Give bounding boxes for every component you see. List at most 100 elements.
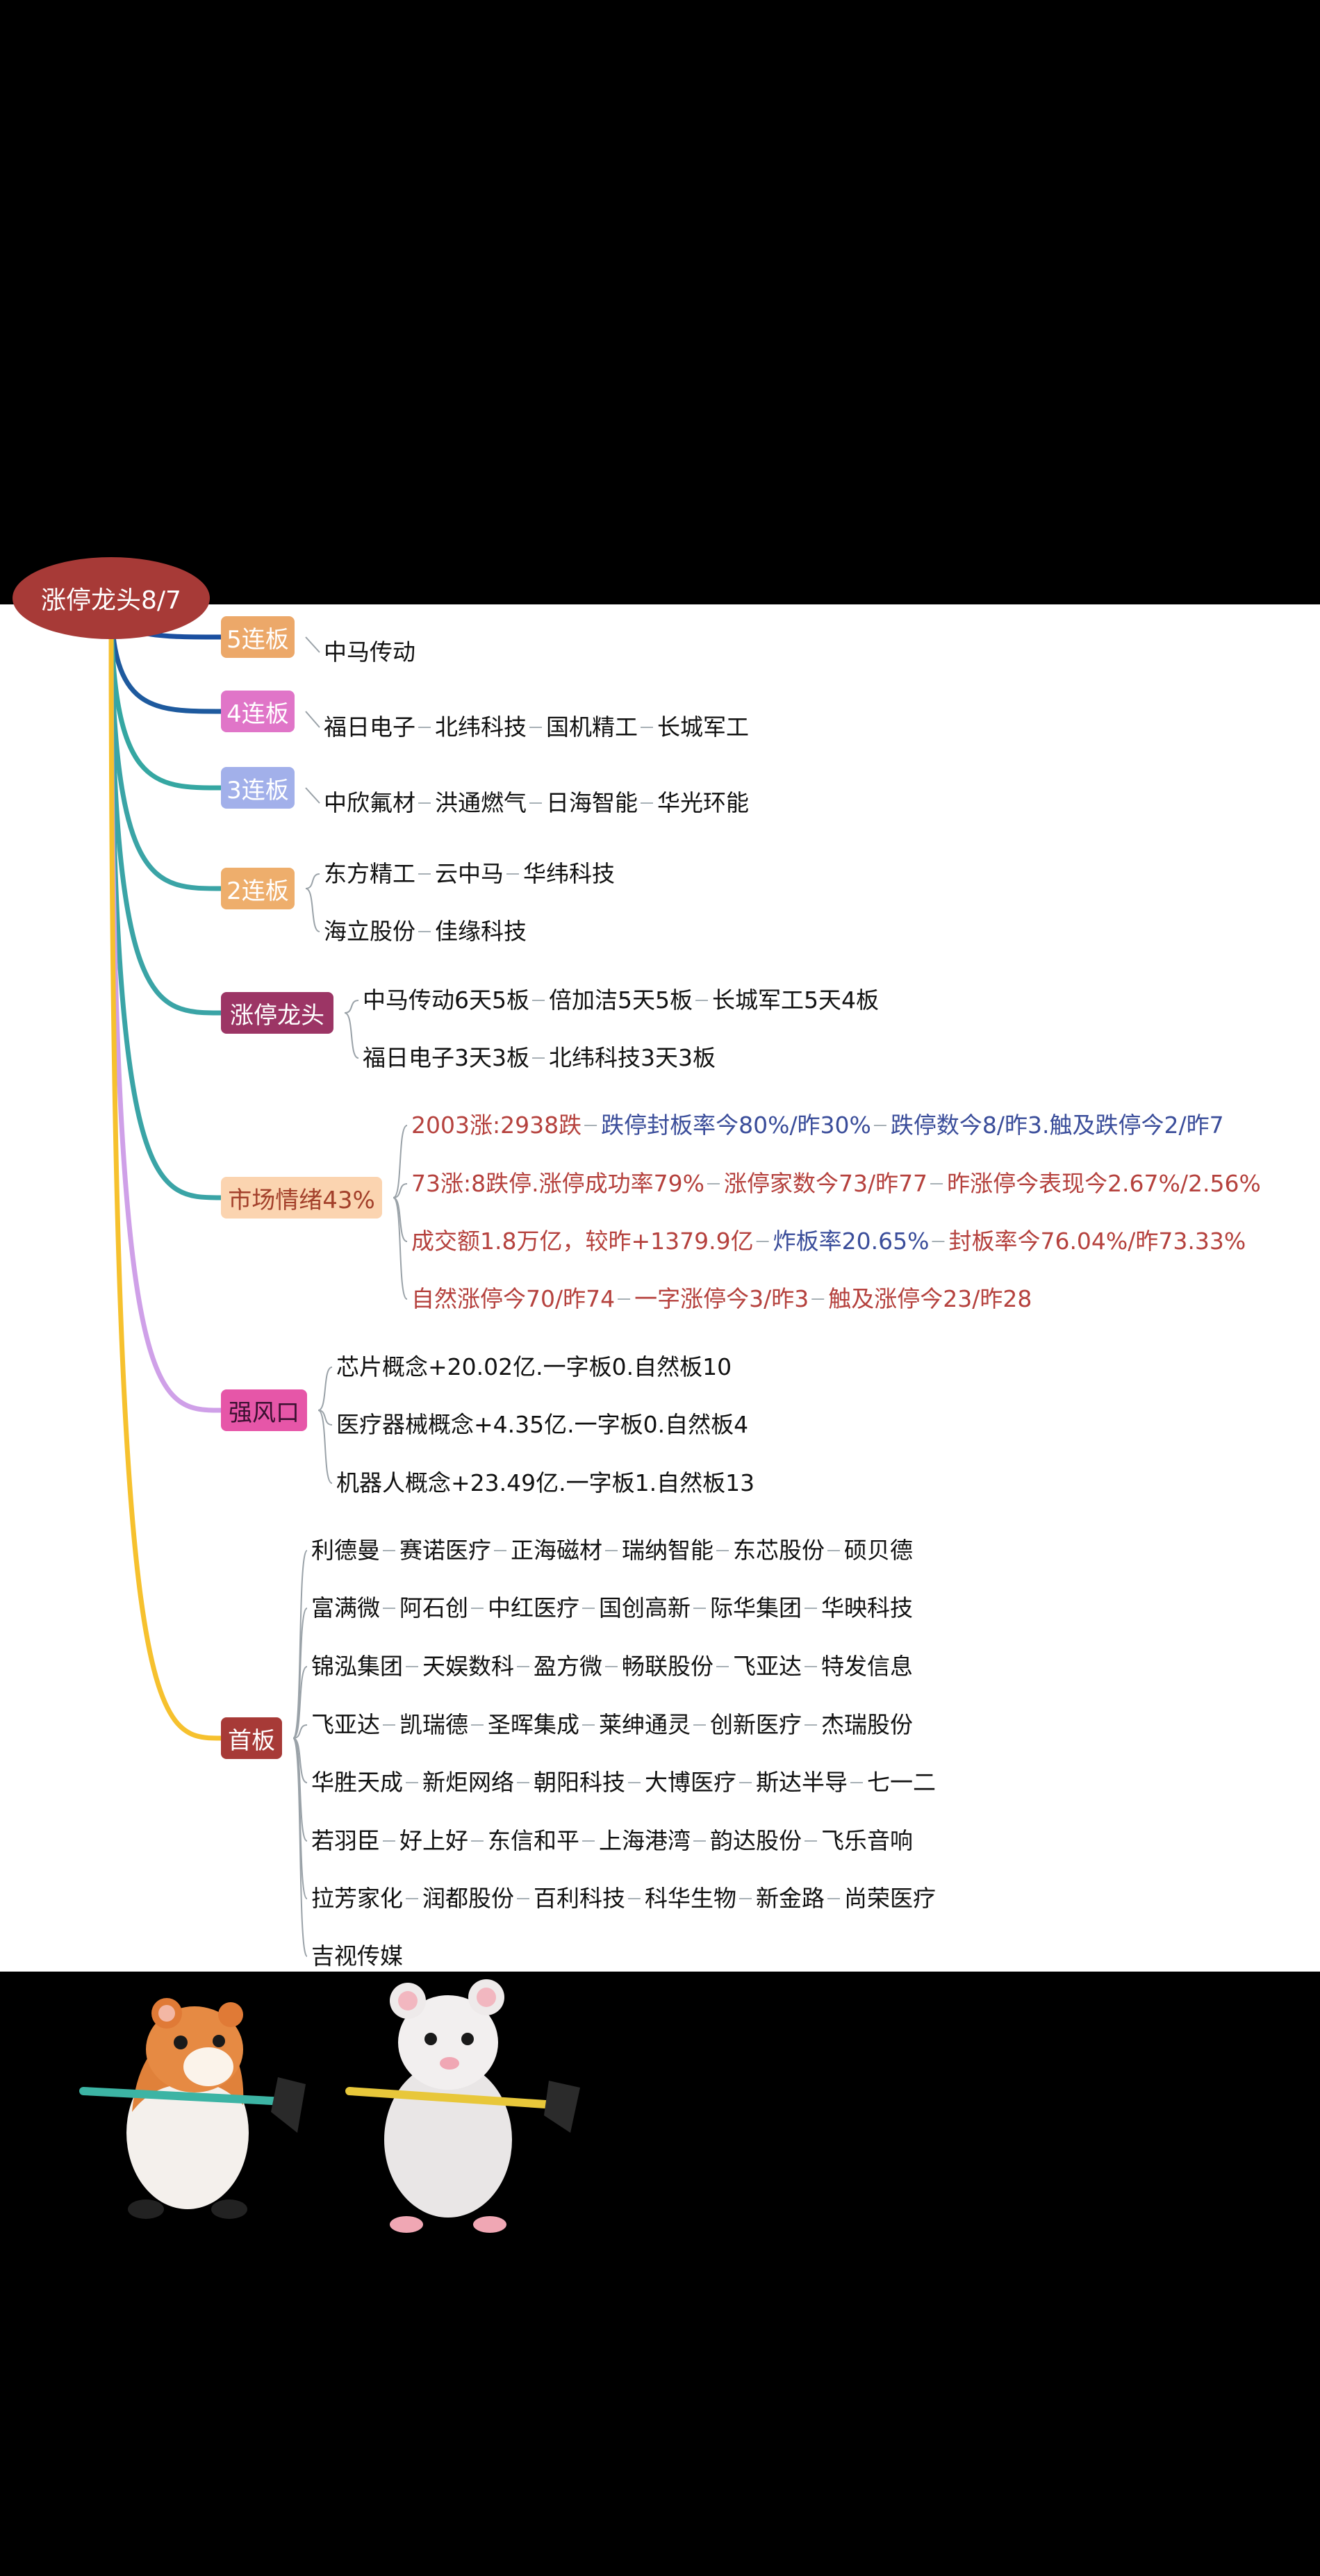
node-item: 炸板率20.65% bbox=[773, 1228, 930, 1255]
node-item: 新金路 bbox=[756, 1885, 825, 1912]
row-connector bbox=[305, 711, 320, 728]
category-leader: 涨停龙头 bbox=[221, 992, 333, 1034]
node-item: 日海智能 bbox=[546, 789, 638, 816]
node-item: 杰瑞股份 bbox=[821, 1711, 913, 1738]
node-item: 一字涨停今3/昨3 bbox=[634, 1285, 809, 1312]
node-item: 莱绅通灵 bbox=[599, 1711, 691, 1738]
node-item: 凯瑞德 bbox=[399, 1711, 468, 1738]
row-connector bbox=[393, 1125, 408, 1198]
row-connector bbox=[292, 1608, 308, 1739]
node-item: 畅联股份 bbox=[622, 1653, 713, 1680]
node-item: 成交额1.8万亿，较昨+1379.9亿 bbox=[411, 1228, 754, 1255]
node-item: 飞亚达 bbox=[311, 1711, 380, 1738]
node-item: 国机精工 bbox=[546, 713, 638, 741]
node-item: 际华集团 bbox=[710, 1594, 802, 1621]
row-connector bbox=[344, 1012, 359, 1059]
category-three: 3连板 bbox=[221, 767, 295, 809]
row-connector bbox=[305, 636, 320, 653]
node-item: 飞亚达 bbox=[733, 1653, 802, 1680]
node-item: 华光环能 bbox=[657, 789, 749, 816]
node-item: 吉视传媒 bbox=[311, 1942, 403, 1970]
category-mood: 市场情绪43% bbox=[221, 1177, 382, 1219]
node-item: 上海港湾 bbox=[599, 1827, 691, 1854]
node-item: 2003涨:2938跌 bbox=[411, 1112, 582, 1139]
node-item: 云中马 bbox=[435, 860, 504, 887]
node-item: 七一二 bbox=[867, 1769, 936, 1796]
node-item: 福日电子3天3板 bbox=[363, 1044, 529, 1071]
node-item: 盈方微 bbox=[534, 1653, 602, 1680]
node-item: 科华生物 bbox=[645, 1885, 736, 1912]
node-item: 中马传动6天5板 bbox=[363, 986, 529, 1014]
row-connector bbox=[317, 1410, 333, 1484]
row-connector bbox=[292, 1737, 308, 1957]
node-item: 佳缘科技 bbox=[435, 918, 527, 945]
node-item: 自然涨停今70/昨74 bbox=[411, 1285, 616, 1312]
node-item: 福日电子 bbox=[324, 713, 415, 741]
node-item: 长城军工5天4板 bbox=[712, 986, 879, 1014]
node-item: 医疗器械概念+4.35亿.一字板0.自然板4 bbox=[336, 1411, 749, 1438]
row-connector bbox=[344, 1000, 359, 1014]
node-item: 创新医疗 bbox=[710, 1711, 802, 1738]
node-item: 东芯股份 bbox=[733, 1537, 825, 1564]
node-item: 海立股份 bbox=[324, 918, 415, 945]
category-two: 2连板 bbox=[221, 868, 295, 909]
node-item: 阿石创 bbox=[399, 1594, 468, 1621]
row-connector bbox=[305, 873, 320, 889]
node-item: 国创高新 bbox=[599, 1594, 691, 1621]
node-item: 华纬科技 bbox=[523, 860, 615, 887]
mind-map-panel bbox=[0, 604, 1320, 1972]
node-item: 润都股份 bbox=[422, 1885, 514, 1912]
node-item: 机器人概念+23.49亿.一字板1.自然板13 bbox=[336, 1469, 755, 1496]
branch-wind bbox=[108, 597, 222, 1413]
node-item: 尚荣医疗 bbox=[844, 1885, 936, 1912]
row-connector bbox=[317, 1367, 333, 1411]
category-four: 4连板 bbox=[221, 691, 295, 732]
branch-first bbox=[108, 597, 222, 1741]
node-item: 中红医疗 bbox=[488, 1594, 579, 1621]
node-item: 天娱数科 bbox=[422, 1653, 514, 1680]
node-item: 芯片概念+20.02亿.一字板0.自然板10 bbox=[336, 1353, 732, 1380]
row-connector bbox=[393, 1197, 408, 1242]
node-item: 跌停数今8/昨3.触及跌停今2/昨7 bbox=[890, 1112, 1224, 1139]
node-item: 大博医疗 bbox=[645, 1769, 736, 1796]
node-item: 斯达半导 bbox=[756, 1769, 848, 1796]
node-item: 特发信息 bbox=[821, 1653, 913, 1680]
node-item: 华胜天成 bbox=[311, 1769, 403, 1796]
node-item: 封板率今76.04%/昨73.33% bbox=[948, 1228, 1246, 1255]
node-item: 跌停封板率今80%/昨30% bbox=[601, 1112, 871, 1139]
root-node: 涨停龙头8/7 bbox=[13, 557, 210, 639]
node-item: 北纬科技3天3板 bbox=[549, 1044, 716, 1071]
node-item: 新炬网络 bbox=[422, 1769, 514, 1796]
node-item: 东方精工 bbox=[324, 860, 415, 887]
node-item: 中马传动 bbox=[324, 638, 415, 666]
node-item: 朝阳科技 bbox=[534, 1769, 625, 1796]
node-item: 赛诺医疗 bbox=[399, 1537, 491, 1564]
row-connector bbox=[305, 888, 320, 932]
node-item: 东信和平 bbox=[488, 1827, 579, 1854]
node-item: 好上好 bbox=[399, 1827, 468, 1854]
node-item: 硕贝德 bbox=[844, 1537, 913, 1564]
row-connector bbox=[305, 787, 320, 804]
node-item: 锦泓集团 bbox=[311, 1653, 403, 1680]
category-first: 首板 bbox=[221, 1717, 282, 1759]
node-item: 涨停家数今73/昨77 bbox=[723, 1170, 928, 1197]
hamster-with-broom-orange bbox=[79, 1998, 306, 2219]
node-item: 拉芳家化 bbox=[311, 1885, 403, 1912]
node-item: 倍加洁5天5板 bbox=[549, 986, 693, 1014]
node-item: 富满微 bbox=[311, 1594, 380, 1621]
hamster-with-broom-white bbox=[345, 1979, 580, 2233]
row-connector bbox=[393, 1183, 408, 1198]
category-wind: 强风口 bbox=[221, 1389, 307, 1431]
node-item: 飞乐音响 bbox=[821, 1827, 913, 1854]
category-five: 5连板 bbox=[221, 616, 295, 658]
node-item: 洪通燃气 bbox=[435, 789, 527, 816]
node-item: 触及涨停今23/昨28 bbox=[828, 1285, 1032, 1312]
node-item: 若羽臣 bbox=[311, 1827, 380, 1854]
row-connector bbox=[393, 1197, 408, 1300]
row-connector bbox=[292, 1666, 308, 1739]
node-item: 利德曼 bbox=[311, 1537, 380, 1564]
node-item: 瑞纳智能 bbox=[622, 1537, 713, 1564]
node-item: 北纬科技 bbox=[435, 713, 527, 741]
node-item: 华映科技 bbox=[821, 1594, 913, 1621]
node-item: 百利科技 bbox=[534, 1885, 625, 1912]
